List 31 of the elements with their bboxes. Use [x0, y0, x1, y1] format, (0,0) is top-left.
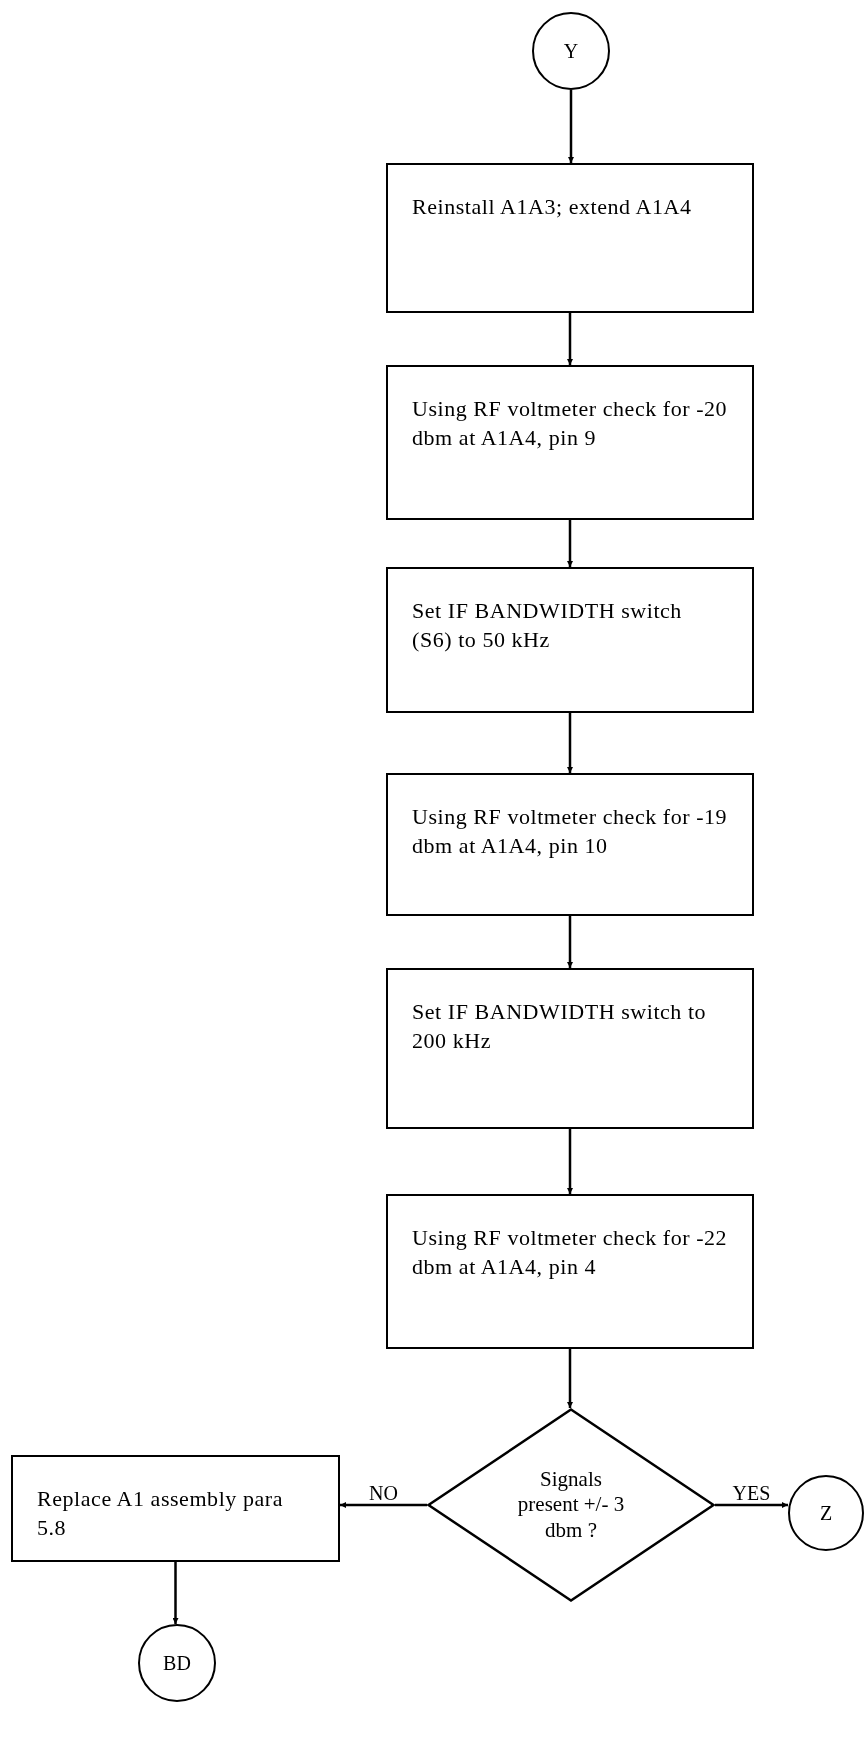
arrow: [567, 916, 573, 968]
step-text: Set IF BANDWIDTH switch (S6) to 50 kHz: [412, 597, 683, 654]
process-box: [386, 567, 754, 713]
arrow: [568, 90, 574, 163]
arrow: [567, 520, 573, 567]
process-box: [386, 1194, 754, 1349]
decision-text: Signals present +/- 3 dbm ?: [516, 1467, 626, 1543]
process-box: [386, 163, 754, 313]
connector-label: Z: [819, 1501, 833, 1526]
step-text: Using RF voltmeter check for -20 dbm at A1A4, pin 9: [412, 395, 728, 452]
step-text: Using RF voltmeter check for -22 dbm at A1A4, pin 4: [412, 1224, 728, 1281]
step-text: Set IF BANDWIDTH switch to 200 kHz: [412, 998, 708, 1055]
arrow: [567, 1129, 573, 1194]
process-box: [386, 968, 754, 1129]
arrow: [715, 1502, 788, 1508]
step-text: Replace A1 assembly para 5.8: [37, 1485, 284, 1542]
edge-label: YES: [730, 1483, 773, 1503]
process-box: [11, 1455, 340, 1562]
decision-diamond: [427, 1408, 715, 1602]
connector-label: Y: [563, 39, 579, 64]
step-text: Reinstall A1A3; extend A1A4: [412, 193, 693, 221]
process-box: [386, 773, 754, 916]
arrow: [567, 713, 573, 773]
step-text: Using RF voltmeter check for -19 dbm at A1A4, pin 10: [412, 803, 728, 860]
arrow: [567, 1349, 573, 1408]
process-box: [386, 365, 754, 520]
arrow: [340, 1502, 427, 1508]
arrow: [172, 1562, 179, 1624]
connector-label: BD: [163, 1651, 191, 1676]
edge-label: NO: [367, 1483, 400, 1503]
arrow: [567, 313, 573, 365]
